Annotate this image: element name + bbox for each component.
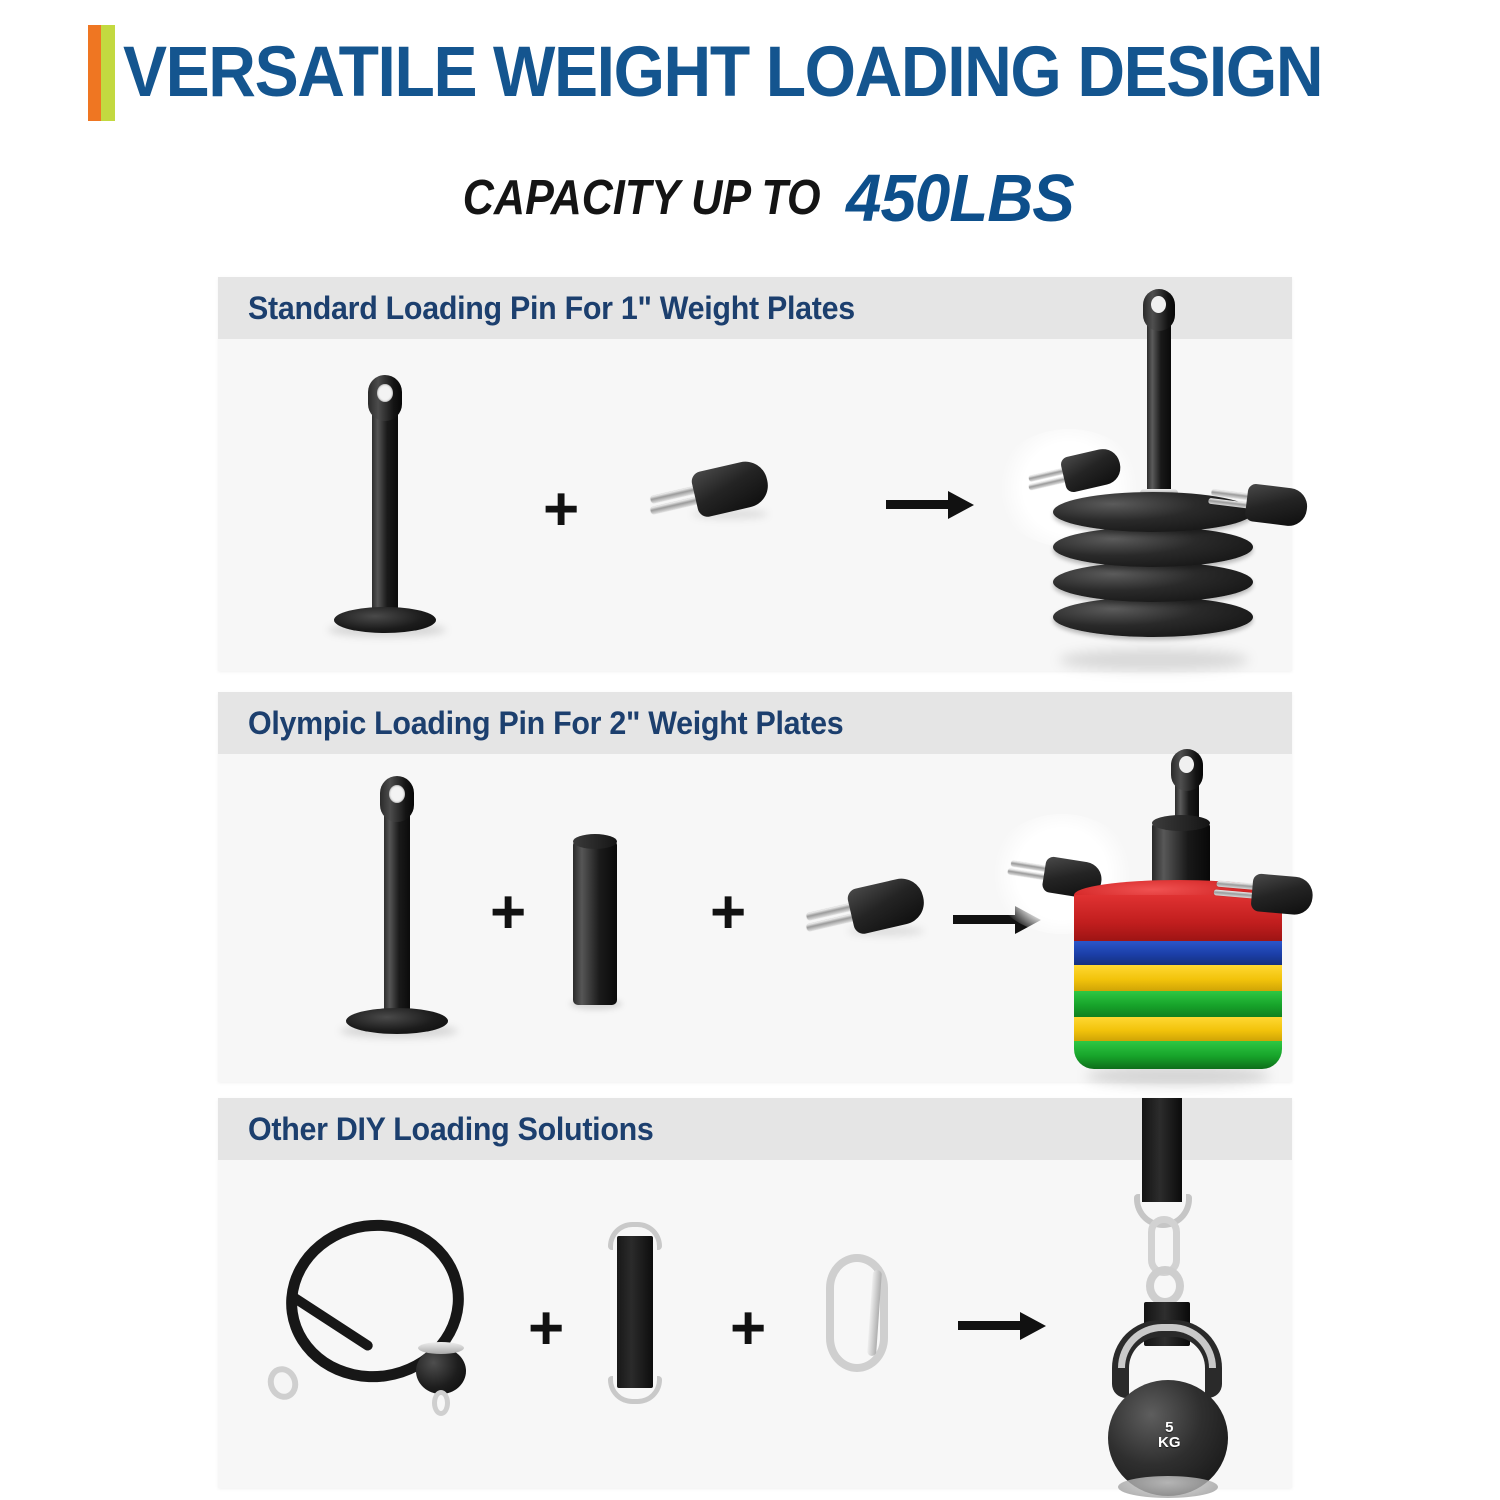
capacity-subtitle: CAPACITY UP TO 450LBS	[0, 158, 1500, 238]
accent-bar-lime	[100, 25, 115, 121]
capacity-value: 450LBS	[846, 160, 1075, 236]
section-diy-header: Other DIY Loading Solutions	[218, 1098, 1292, 1160]
section-standard-body: +	[218, 289, 1310, 671]
section-diy-body: + + 5 KG	[218, 1098, 1292, 1498]
strap-dring-top	[608, 1222, 662, 1250]
weight-plate	[1053, 492, 1253, 532]
arrow-head	[948, 491, 974, 519]
cable-ball-stopper	[416, 1348, 466, 1394]
pin-eyelet-hole	[1151, 296, 1166, 313]
pin-base-plate	[334, 607, 436, 633]
sleeve-cap-mounted	[1152, 815, 1210, 831]
plate-center-label	[1160, 886, 1163, 896]
cable-ball-cap	[418, 1342, 464, 1354]
pin-shaft	[372, 403, 398, 618]
section-standard-header: Standard Loading Pin For 1" Weight Plate…	[218, 277, 1292, 339]
clip-handle	[689, 457, 773, 519]
section-diy-loading: Other DIY Loading Solutions + +	[218, 1098, 1292, 1498]
pin-shaft	[1147, 315, 1171, 500]
arrow-head	[1020, 1312, 1046, 1340]
plate-edge	[1074, 895, 1282, 941]
kettlebell-weight-unit: KG	[1158, 1434, 1181, 1451]
sleeve-cap	[573, 834, 617, 849]
kettlebell-weight-number: 5	[1165, 1419, 1174, 1436]
weight-plate	[1053, 562, 1253, 602]
weight-plate	[1053, 527, 1253, 567]
title-wrap: VERSATILE WEIGHT LOADING DESIGN	[87, 25, 1412, 121]
plate-edge	[1074, 991, 1282, 1017]
accent-bar-orange	[87, 25, 101, 121]
operator-plus-1: +	[528, 1294, 565, 1363]
stack-shadow	[1086, 1066, 1270, 1086]
pin-eyelet-hole	[1179, 756, 1194, 773]
plate-edge	[1074, 941, 1282, 965]
cable-end-stud	[432, 1390, 450, 1416]
eye-bolt	[1146, 1266, 1184, 1306]
plate-edge	[1074, 965, 1282, 991]
hanging-strap	[1142, 1098, 1182, 1202]
clip-handle	[1250, 873, 1315, 917]
plate-edge	[1074, 1017, 1282, 1041]
section-olympic-title: Olympic Loading Pin For 2" Weight Plates	[248, 704, 844, 741]
title-accent-bars	[87, 25, 115, 121]
operator-plus-2: +	[730, 1294, 767, 1363]
strap-dring-bottom	[608, 1376, 662, 1404]
arrow-shaft	[953, 915, 1017, 924]
section-standard-loading-pin: Standard Loading Pin For 1" Weight Plate…	[218, 277, 1310, 671]
strap-band	[617, 1236, 653, 1388]
carabiner-body	[826, 1254, 888, 1372]
clip-handle	[845, 874, 929, 936]
page-header: VERSATILE WEIGHT LOADING DESIGN	[0, 18, 1500, 128]
weight-plate	[1053, 597, 1253, 637]
section-diy-title: Other DIY Loading Solutions	[248, 1110, 654, 1147]
operator-plus-2: +	[710, 878, 747, 947]
capacity-label: CAPACITY UP TO	[462, 171, 821, 225]
section-standard-title: Standard Loading Pin For 1" Weight Plate…	[248, 289, 855, 326]
pin-base-plate	[346, 1008, 448, 1034]
clip-shadow	[692, 509, 768, 519]
operator-plus-1: +	[543, 475, 580, 544]
kettlebell-weight-label: 5 KG	[1158, 1420, 1181, 1450]
clip-handle	[1244, 483, 1310, 528]
arrow-shaft	[886, 500, 950, 509]
arrow-shaft	[958, 1321, 1022, 1330]
section-olympic-header: Olympic Loading Pin For 2" Weight Plates	[218, 692, 1292, 754]
pin-eyelet-hole	[389, 785, 405, 803]
stack-shadow	[1059, 649, 1249, 671]
operator-plus-1: +	[490, 878, 527, 947]
cable-eyelet	[263, 1361, 303, 1405]
page-title: VERSATILE WEIGHT LOADING DESIGN	[122, 33, 1324, 112]
color-plate-stack	[1074, 880, 1282, 1086]
pin-eyelet-hole	[377, 384, 393, 402]
plate-edge	[1074, 1041, 1282, 1069]
section-olympic-loading-pin: Olympic Loading Pin For 2" Weight Plates…	[218, 692, 1315, 1086]
clip-shadow	[848, 926, 924, 936]
section-olympic-body: + +	[218, 749, 1315, 1086]
sleeve-tube	[573, 840, 617, 1005]
kettlebell-base-rim	[1118, 1476, 1218, 1498]
pin-shaft	[384, 804, 410, 1019]
